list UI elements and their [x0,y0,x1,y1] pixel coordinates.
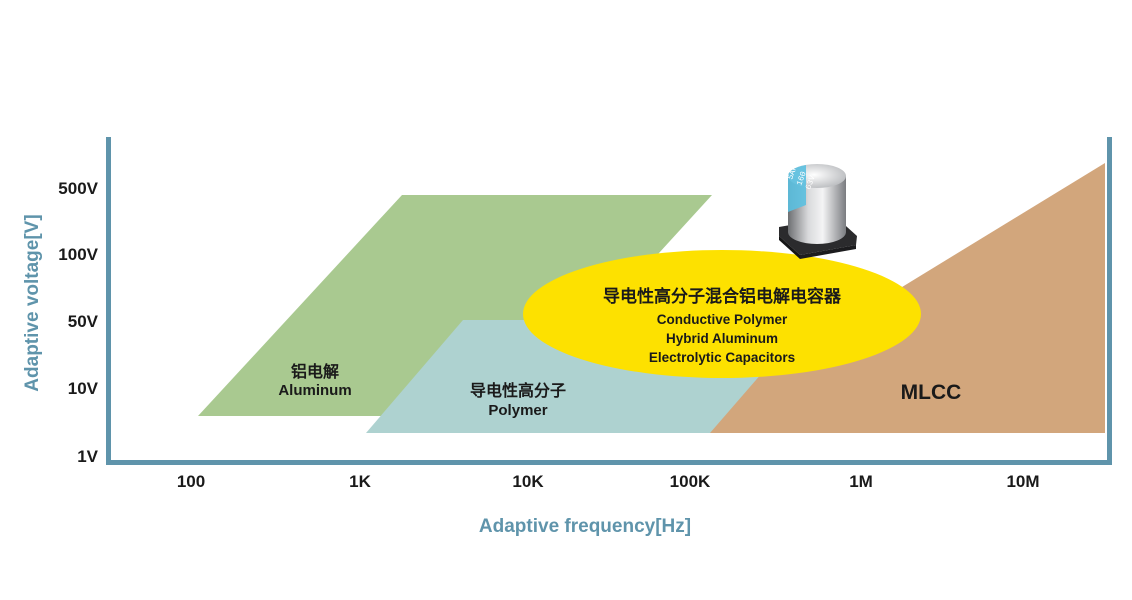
x-axis-title: Adaptive frequency[Hz] [479,516,691,537]
x-tick-1k: 1K [349,472,371,491]
aluminum-label-cn: 铝电解 [291,362,339,381]
aluminum-region [198,195,712,416]
polymer-label-cn: 导电性高分子 [470,381,566,400]
x-tick-100k: 100K [670,472,711,491]
y-tick-500v: 500V [58,179,98,198]
y-tick-100v: 100V [58,245,98,264]
y-axis-line [106,137,111,464]
hybrid-label-en-line1: Conductive Polymer [657,312,788,327]
x-tick-10m: 10M [1006,472,1039,491]
y-tick-50v: 50V [68,312,99,331]
hybrid-label-en-line3: Electrolytic Capacitors [649,350,795,365]
polymer-label-en: Polymer [488,402,547,419]
x-tick-10k: 10K [512,472,544,491]
y-axis-title: Adaptive voltage[V] [22,214,43,391]
x-tick-100: 100 [177,472,205,491]
hybrid-label-en-line2: Hybrid Aluminum [666,331,778,346]
capacitor-product-image: 5AK 160 63V [779,164,857,259]
y-tick-1v: 1V [77,447,98,466]
right-axis-line [1107,137,1112,465]
y-tick-10v: 10V [68,379,99,398]
aluminum-label-en: Aluminum [278,382,351,399]
mlcc-label: MLCC [901,381,962,404]
hybrid-label-cn: 导电性高分子混合铝电解电容器 [603,286,842,307]
x-axis-line [106,460,1112,465]
hybrid-region [523,250,921,378]
x-tick-1m: 1M [849,472,873,491]
